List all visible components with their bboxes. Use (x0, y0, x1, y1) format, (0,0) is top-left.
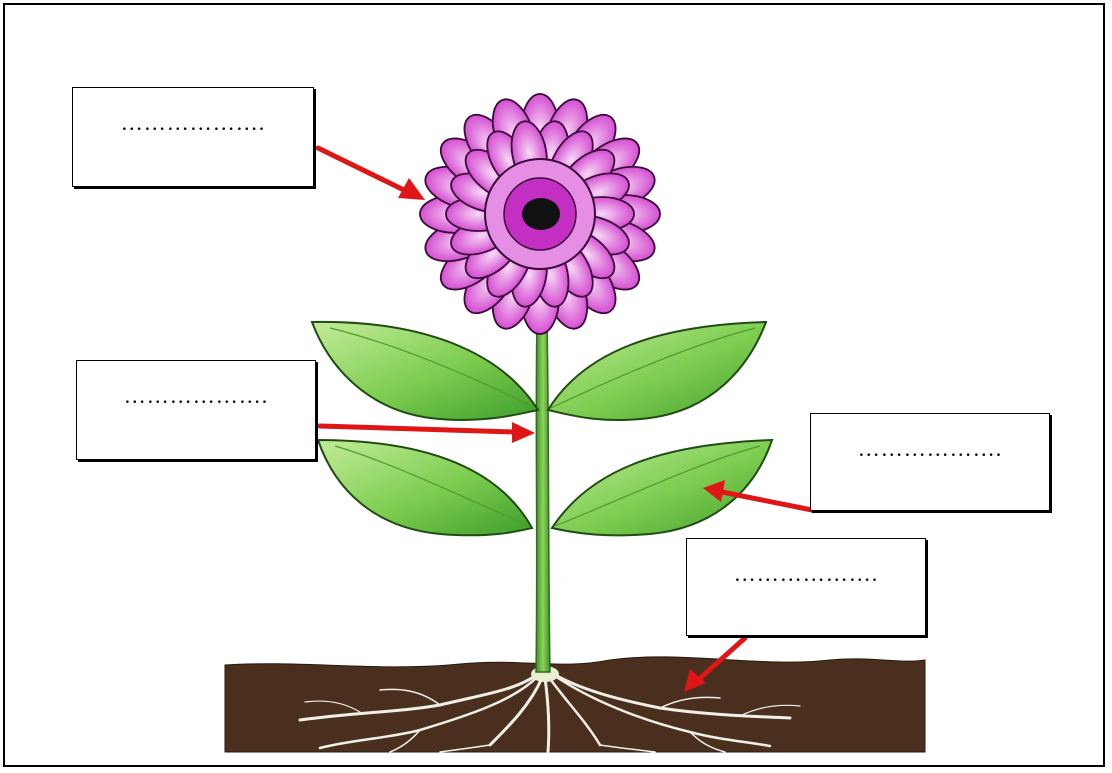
flower-center-eye (522, 198, 560, 230)
label-box-petals[interactable]: ………………. (72, 87, 314, 187)
leaf-lower-left (318, 440, 532, 535)
label-box-stem[interactable]: ………………. (76, 360, 316, 460)
leaf-lower-right (552, 440, 772, 535)
arrow-to-petals (318, 148, 408, 192)
leaf-upper-left (312, 322, 538, 420)
label-petals-blank: ………………. (73, 110, 313, 136)
stem (536, 320, 550, 672)
label-stem-blank: ………………. (77, 383, 315, 409)
label-leaf-blank: ………………. (811, 436, 1049, 462)
arrow-to-leaf (722, 492, 812, 510)
soil (225, 657, 925, 752)
arrow-to-stem-head (512, 422, 535, 443)
arrow-to-stem (320, 426, 515, 432)
label-box-roots[interactable]: ………………. (686, 538, 926, 636)
leaf-upper-right (548, 322, 766, 420)
label-box-leaf[interactable]: ………………. (810, 413, 1050, 511)
label-roots-blank: ………………. (687, 561, 925, 587)
